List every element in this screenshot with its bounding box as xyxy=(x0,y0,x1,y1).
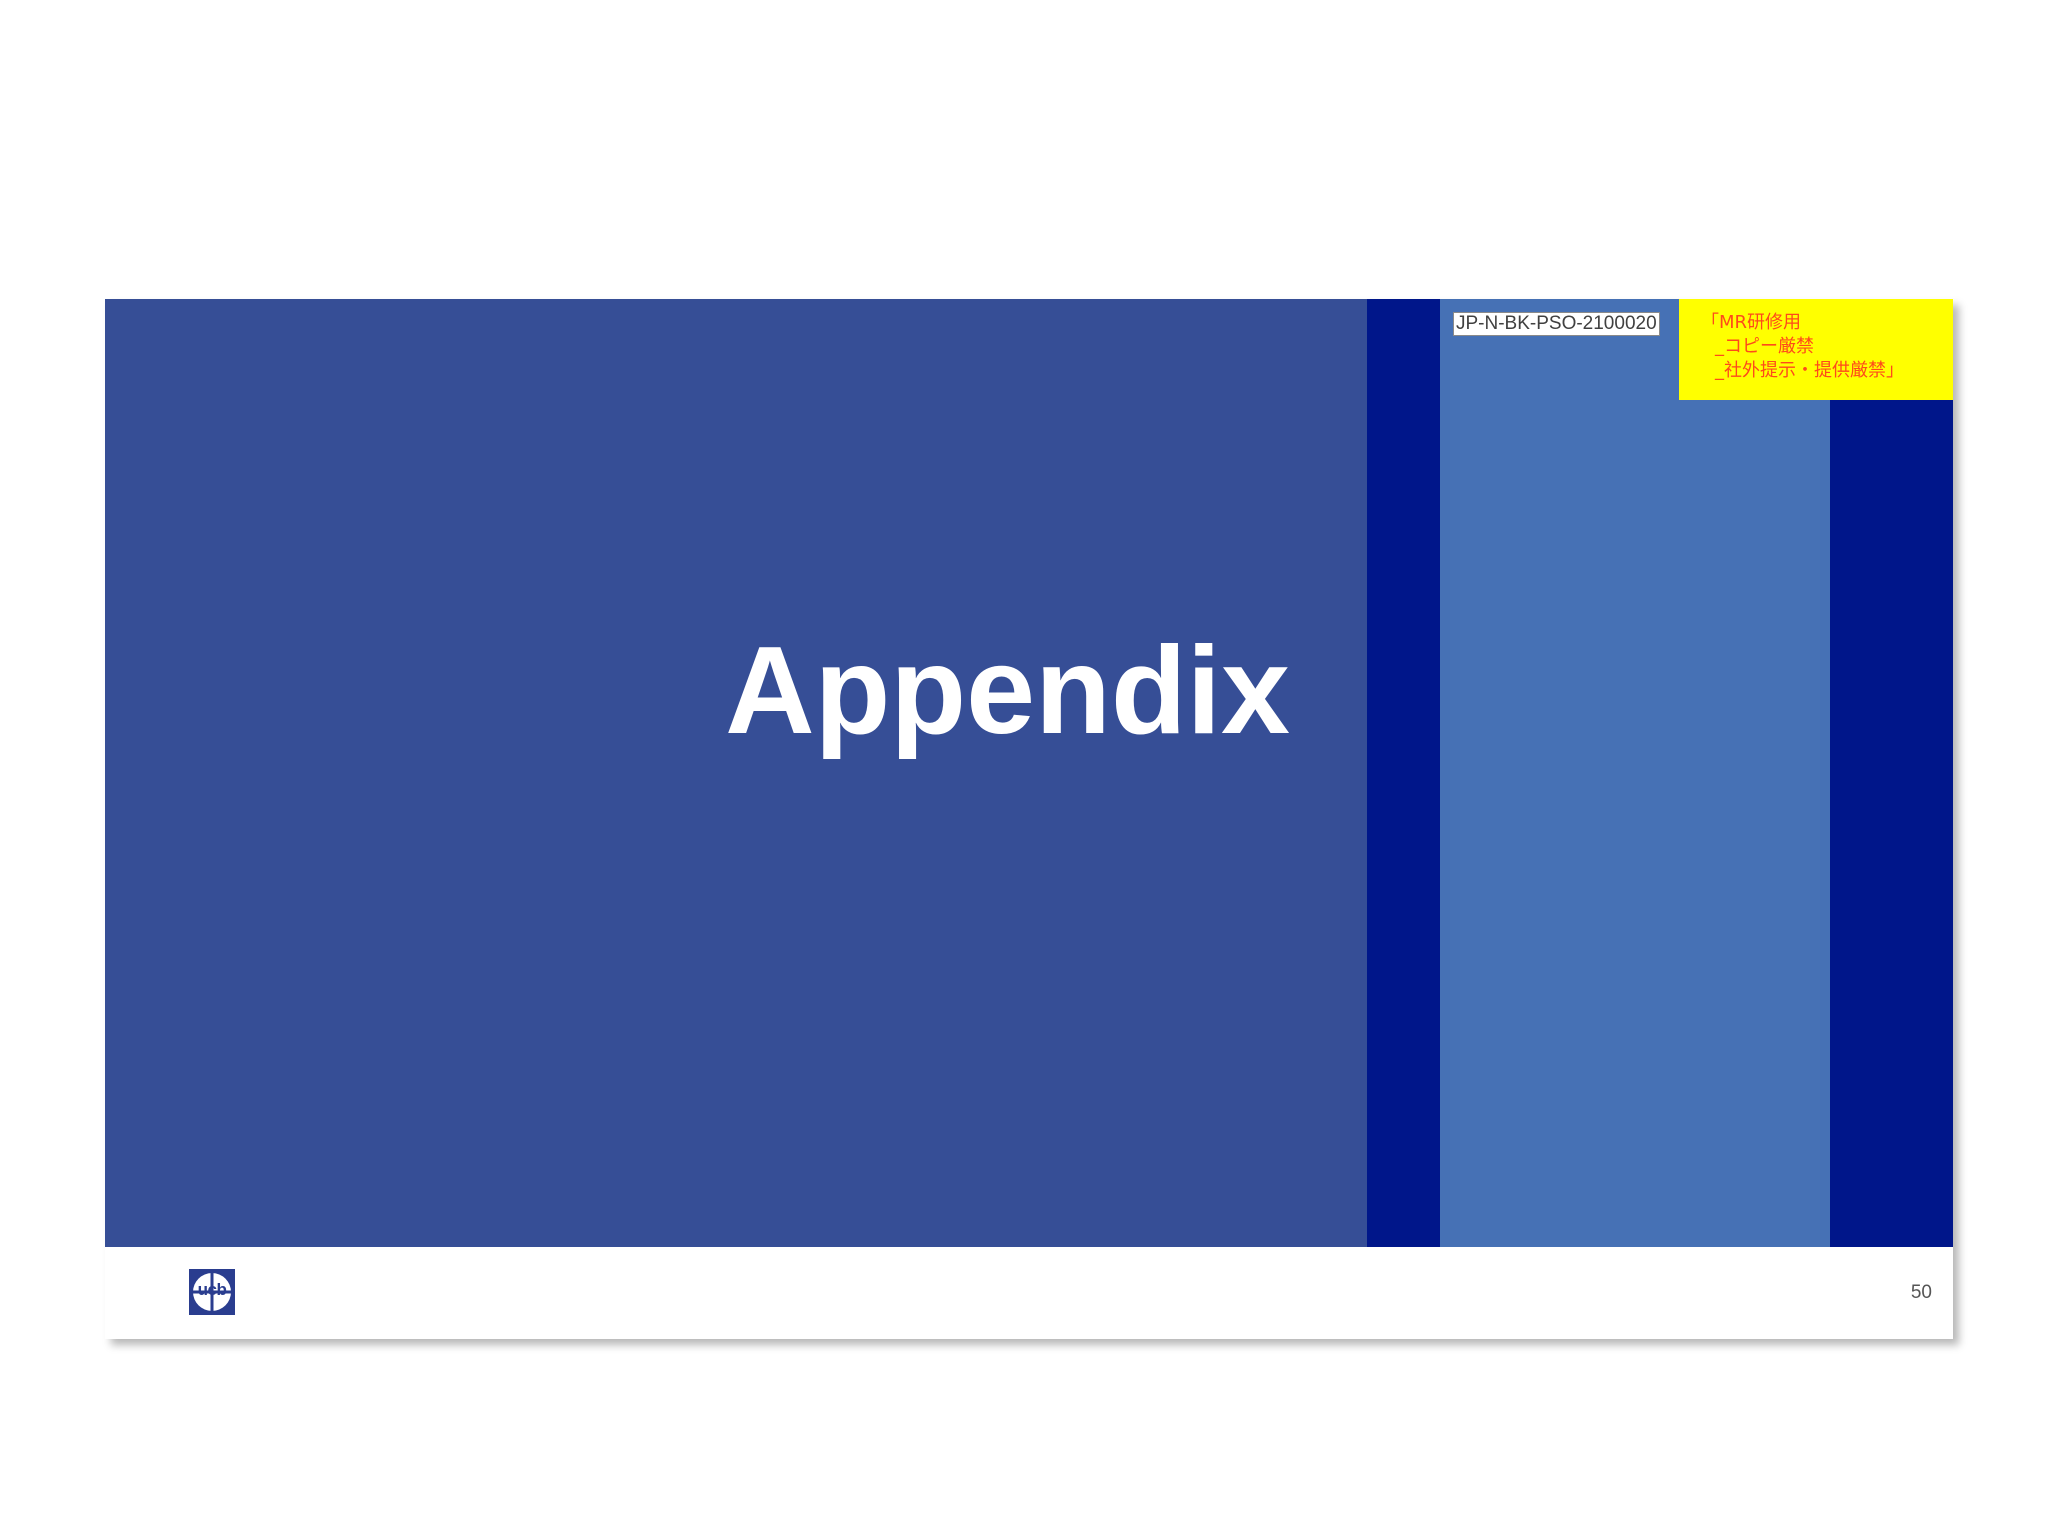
main-blue-panel xyxy=(105,299,1367,1247)
ucb-logo-mark xyxy=(189,1269,235,1315)
notice-line-3: _社外提示・提供厳禁」 xyxy=(1715,360,1904,381)
ucb-logo: ucb xyxy=(189,1269,235,1315)
confidentiality-notice: 「MR研修用 _コピー厳禁 _社外提示・提供厳禁」 xyxy=(1679,299,1953,400)
notice-line-1: 「MR研修用 xyxy=(1701,312,1802,333)
slide: Appendix JP-N-BK-PSO-2100020 「MR研修用 _コピー… xyxy=(105,299,1953,1339)
notice-line-2: _コピー厳禁 xyxy=(1715,336,1814,357)
ucb-logo-text: ucb xyxy=(197,1280,227,1299)
page-number: 50 xyxy=(1910,1282,1932,1303)
light-blue-stripe xyxy=(1440,299,1830,1247)
dark-blue-stripe-left xyxy=(1367,299,1440,1247)
slide-title: Appendix xyxy=(725,622,1290,760)
document-code: JP-N-BK-PSO-2100020 xyxy=(1453,312,1660,336)
dark-blue-stripe-right xyxy=(1830,299,1953,1247)
